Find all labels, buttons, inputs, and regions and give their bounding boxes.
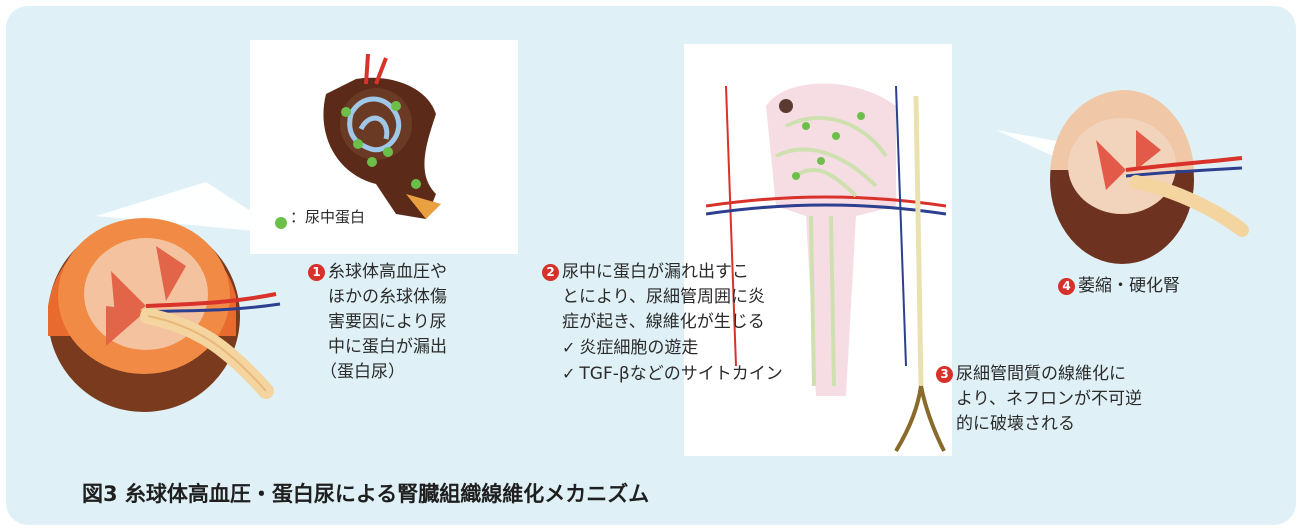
- step-1-number: 1: [308, 264, 325, 281]
- kidney-cross-section-illustration: [36, 176, 306, 416]
- step-4-line: 萎縮・硬化腎: [1078, 276, 1180, 296]
- step-3-line: より、ネフロンが不可逆: [936, 387, 1142, 412]
- shrunken-kidney-illustration: [946, 70, 1266, 290]
- step-2-check-item: TGF-βなどのサイトカイン: [579, 364, 782, 384]
- glomerulus-illustration: [296, 54, 466, 224]
- step-3-number: 3: [936, 366, 953, 383]
- protein-legend-dot: [274, 216, 288, 230]
- step-3-line: 尿細管間質の線維化に: [956, 364, 1126, 384]
- protein-legend-label: ：尿中蛋白: [290, 205, 365, 230]
- step-2-number: 2: [542, 264, 559, 281]
- step-1-line: 害要因により尿: [308, 310, 447, 335]
- step-3-line: 的に破壊される: [936, 412, 1142, 437]
- step-2-line: 症が起き、線維化が生じる: [542, 310, 783, 335]
- step-1-line: 中に蛋白が漏出: [308, 335, 447, 360]
- step-1-line: 糸球体高血圧や: [328, 262, 447, 282]
- step-2-check-item: 炎症細胞の遊走: [579, 338, 698, 358]
- check-icon: ✓: [562, 338, 575, 357]
- figure-caption: 図3 糸球体高血圧・蛋白尿による腎臓組織線維化メカニズム: [82, 478, 649, 508]
- check-icon: ✓: [562, 364, 575, 383]
- step-1-line: （蛋白尿）: [308, 360, 447, 385]
- step-1-line: ほかの糸球体傷: [308, 285, 447, 310]
- step-4-number: 4: [1058, 278, 1075, 295]
- step-2-line: とにより、尿細管周囲に炎: [542, 285, 783, 310]
- step-2-line: 尿中に蛋白が漏れ出すこ: [562, 262, 749, 282]
